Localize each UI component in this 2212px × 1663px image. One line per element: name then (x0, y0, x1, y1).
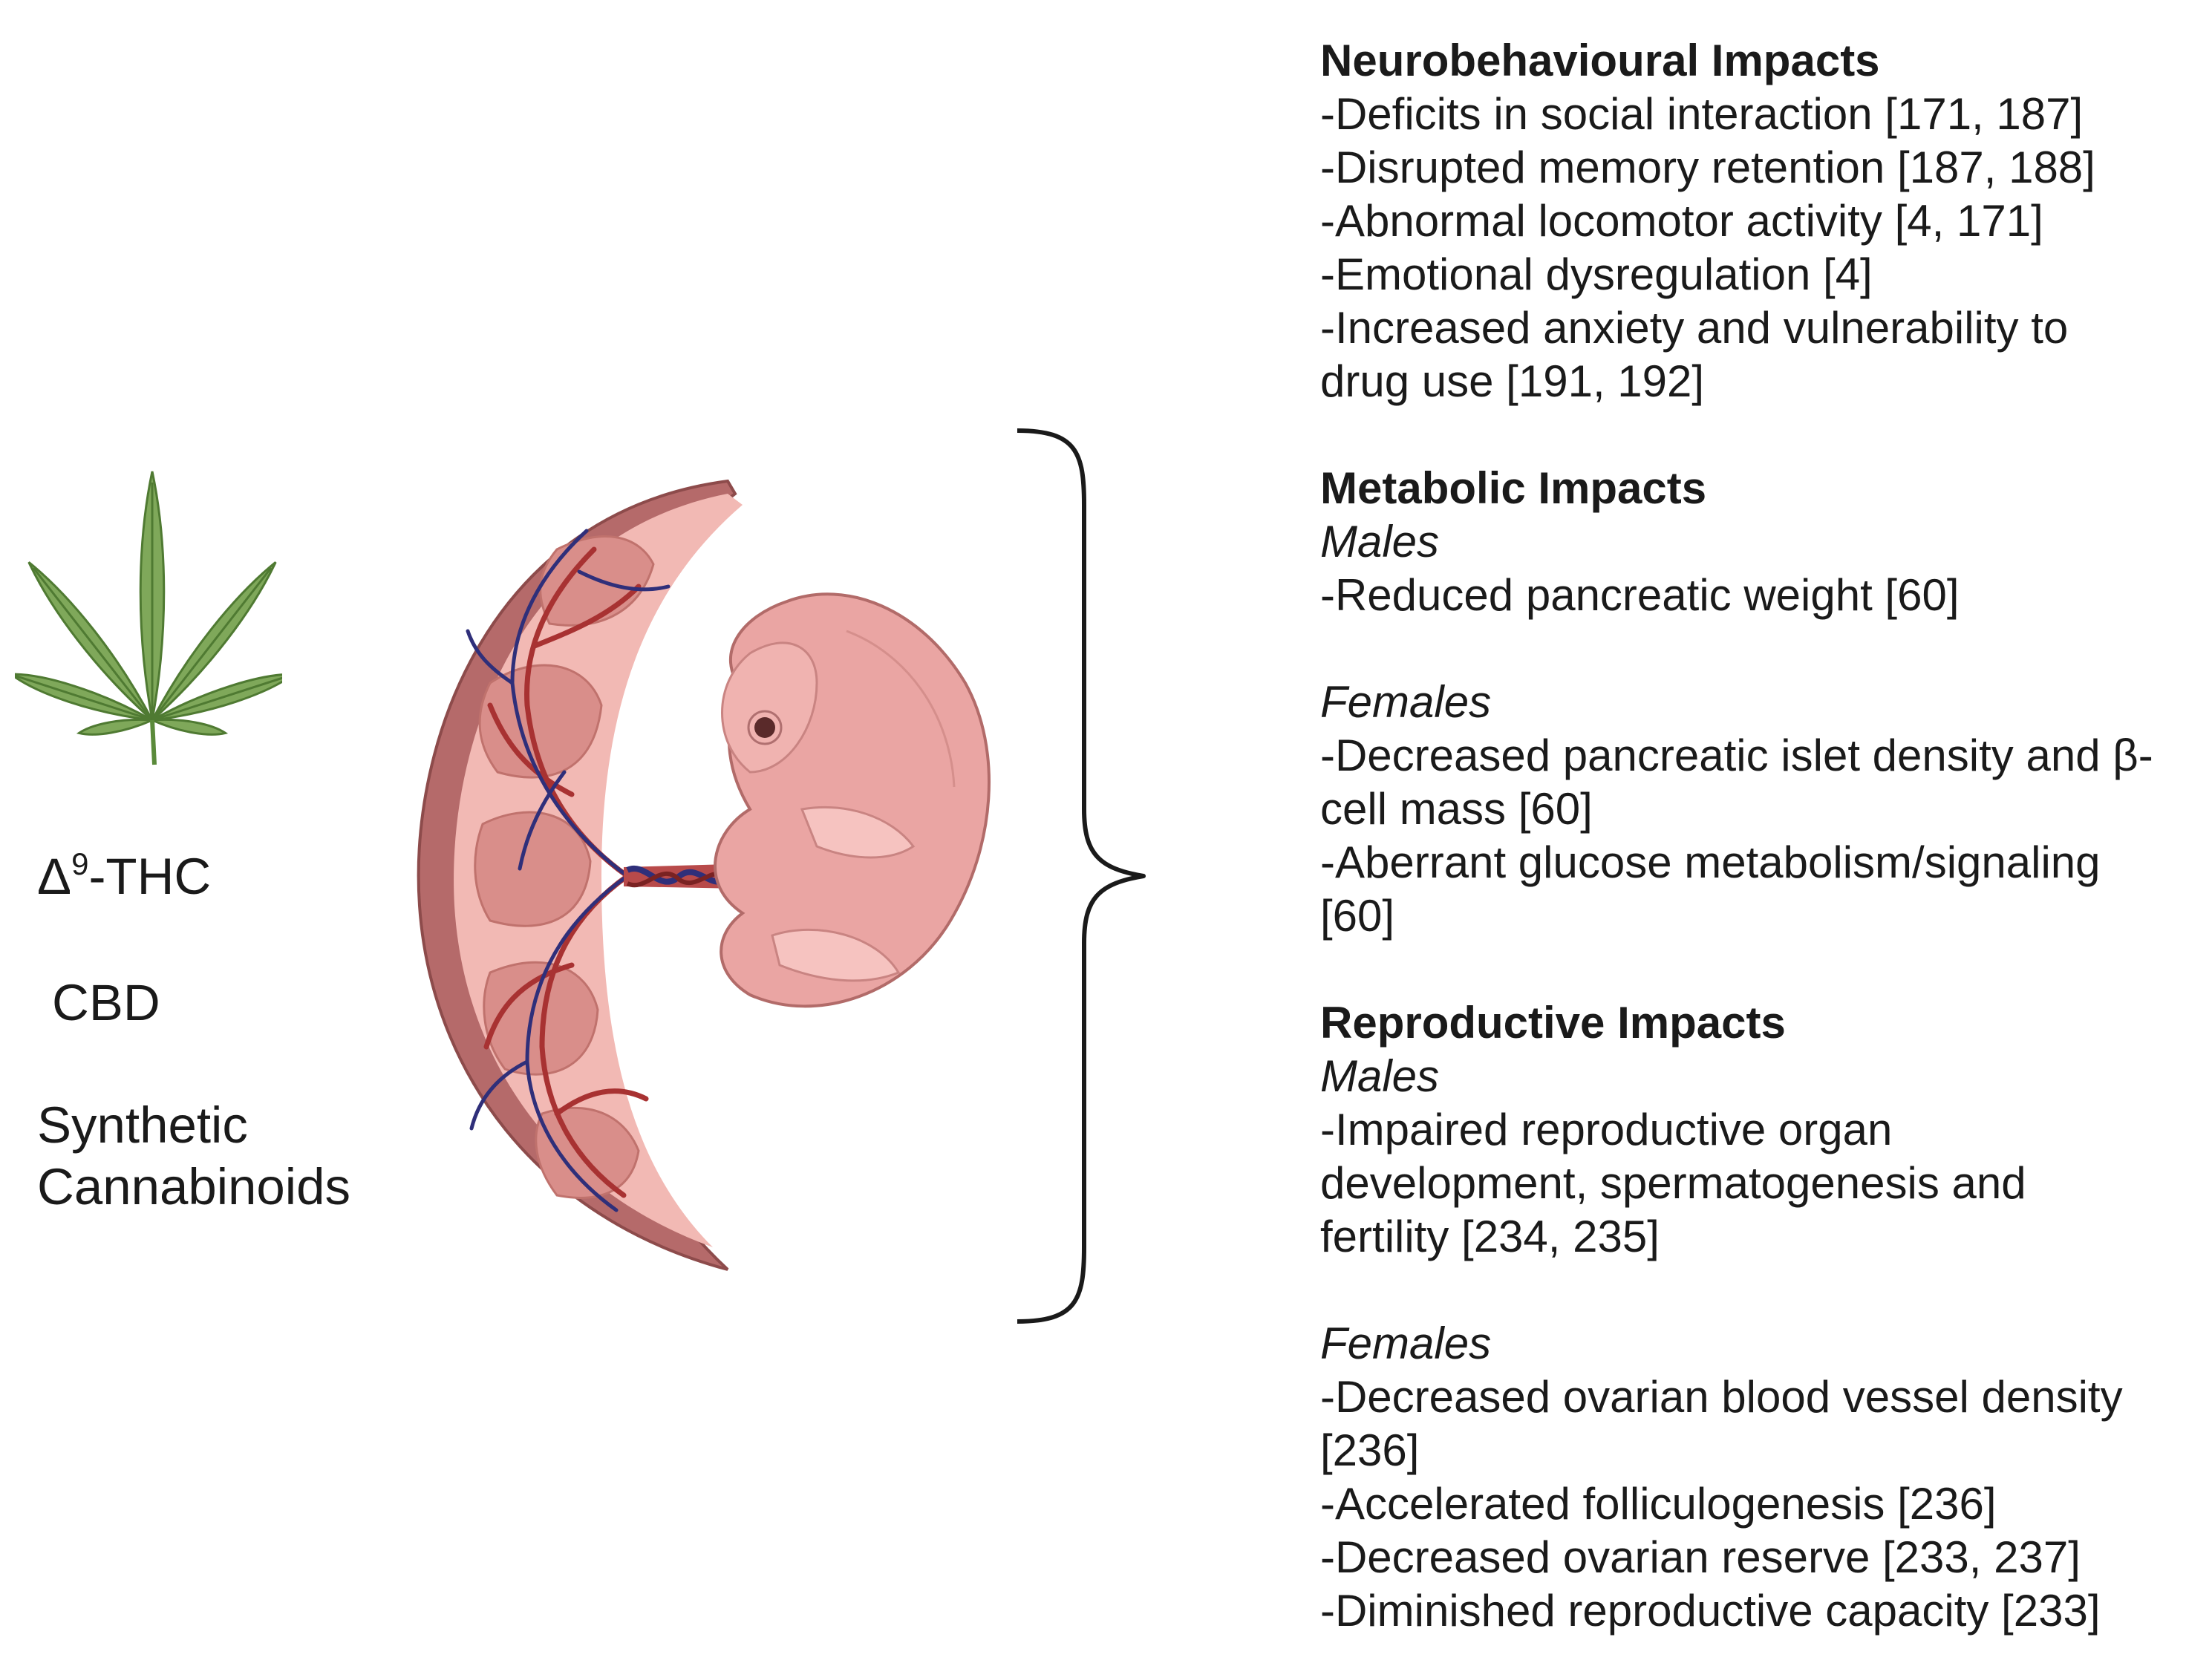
embryo (714, 592, 991, 1008)
reproductive-females-item: [236] (1320, 1425, 1420, 1475)
metabolic-females-item: -Aberrant glucose metabolism/signaling (1320, 837, 2101, 887)
reproductive-females-item: -Accelerated folliculogenesis [236] (1320, 1479, 1997, 1529)
metabolic-males-item: -Reduced pancreatic weight [60] (1320, 570, 1960, 620)
metabolic-females-item: [60] (1320, 891, 1395, 941)
reproductive-section: Reproductive Impacts Males -Impaired rep… (1320, 996, 2204, 1638)
thc-symbol: Δ (37, 848, 72, 905)
reproductive-heading: Reproductive Impacts (1320, 998, 1786, 1048)
synthetic-line1: Synthetic (37, 1097, 248, 1154)
impacts-list: Neurobehavioural Impacts -Deficits in so… (1320, 34, 2204, 1638)
neuro-item: -Increased anxiety and vulnerability to (1320, 303, 2069, 353)
metabolic-heading: Metabolic Impacts (1320, 463, 1707, 513)
synthetic-line2: Cannabinoids (37, 1157, 350, 1215)
cbd-label: CBD (52, 974, 160, 1031)
metabolic-females-item: -Decreased pancreatic islet density and … (1320, 731, 2153, 780)
neuro-heading: Neurobehavioural Impacts (1320, 36, 1880, 85)
reproductive-males-item: development, spermatogenesis and (1320, 1158, 2026, 1208)
reproductive-females-item: -Decreased ovarian reserve [233, 237] (1320, 1532, 2081, 1582)
synthetic-cannabinoids-label: Synthetic Cannabinoids (37, 1095, 350, 1218)
reproductive-males-item: -Impaired reproductive organ (1320, 1105, 1893, 1154)
placental-veins (466, 529, 671, 1212)
right-curly-brace (1017, 428, 1146, 1324)
reproductive-males-item: fertility [234, 235] (1320, 1212, 1660, 1261)
neuro-item: drug use [191, 192] (1320, 356, 1705, 406)
placental-lobes (474, 535, 655, 1199)
neuro-item: -Deficits in social interaction [171, 18… (1320, 89, 2084, 139)
neuro-item: -Abnormal locomotor activity [4, 171] (1320, 196, 2043, 246)
thc-suffix: -THC (88, 848, 212, 905)
thc-superscript: 9 (71, 846, 89, 881)
metabolic-section: Metabolic Impacts Males -Reduced pancrea… (1320, 462, 2204, 943)
neuro-section: Neurobehavioural Impacts -Deficits in so… (1320, 34, 2204, 408)
metabolic-males-label: Males (1320, 517, 1440, 566)
reproductive-females-item: -Diminished reproductive capacity [233] (1320, 1586, 2101, 1636)
neuro-item: -Disrupted memory retention [187, 188] (1320, 143, 2095, 192)
reproductive-males-label: Males (1320, 1051, 1440, 1101)
reproductive-females-item: -Decreased ovarian blood vessel density (1320, 1372, 2123, 1422)
cannabis-leaf-icon (15, 471, 282, 765)
metabolic-females-item: cell mass [60] (1320, 784, 1593, 834)
neuro-item: -Emotional dysregulation [4] (1320, 249, 1873, 299)
metabolic-females-label: Females (1320, 677, 1492, 727)
reproductive-females-label: Females (1320, 1319, 1492, 1368)
thc-label: Δ9-THC (37, 846, 211, 908)
placenta-embryo-illustration (417, 479, 991, 1271)
